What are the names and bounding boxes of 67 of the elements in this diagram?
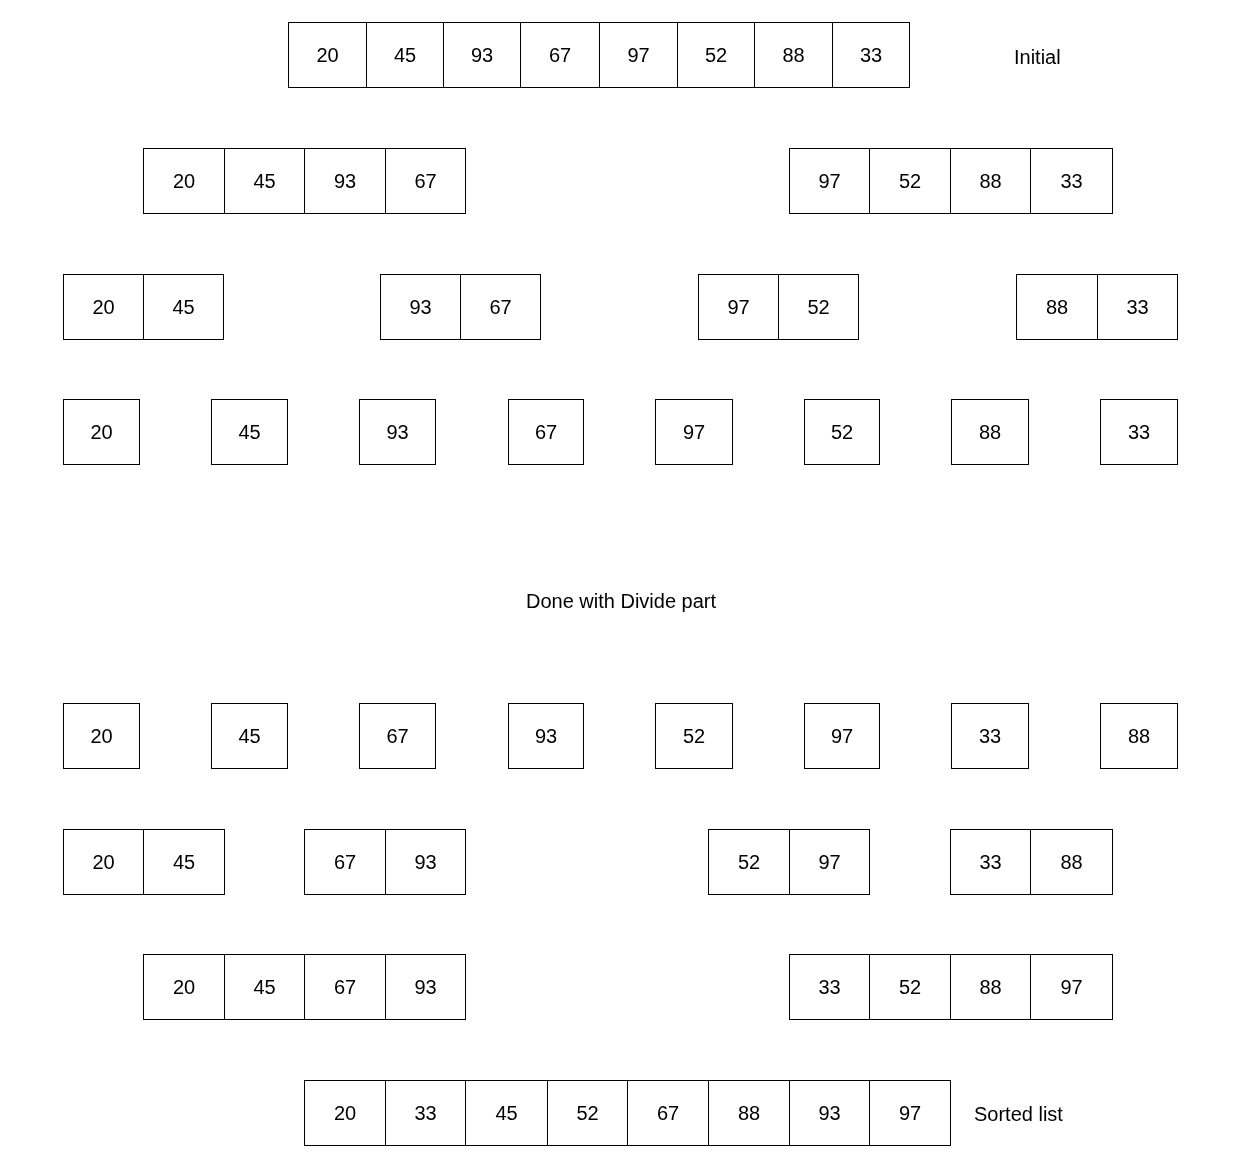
array-cell: 20 <box>304 1080 386 1146</box>
array-cell: 67 <box>385 148 466 214</box>
array-cell: 33 <box>1030 148 1113 214</box>
array-cell: 20 <box>288 22 367 88</box>
array-cell: 45 <box>224 954 305 1020</box>
array-cell: 97 <box>789 148 870 214</box>
array-cell: 97 <box>789 829 870 895</box>
array-cell: 45 <box>143 274 224 340</box>
note-text: Done with Divide part <box>525 589 717 613</box>
array-cell: 67 <box>520 22 600 88</box>
array-cell: 52 <box>677 22 755 88</box>
array-cell: 93 <box>385 829 466 895</box>
array-cell: 88 <box>950 954 1031 1020</box>
array-cell: 88 <box>1016 274 1098 340</box>
array-cell: 97 <box>655 399 733 465</box>
array-cell: 88 <box>708 1080 790 1146</box>
array-cell: 97 <box>698 274 779 340</box>
array-cell: 20 <box>63 829 144 895</box>
array-cell: 20 <box>143 954 225 1020</box>
array-cell: 93 <box>789 1080 870 1146</box>
array-cell: 88 <box>951 399 1029 465</box>
array-cell: 88 <box>950 148 1031 214</box>
array-cell: 97 <box>1030 954 1113 1020</box>
stage-label: Initial <box>1014 45 1061 69</box>
array-cell: 93 <box>508 703 584 769</box>
array-cell: 97 <box>804 703 880 769</box>
array-cell: 20 <box>143 148 225 214</box>
array-cell: 67 <box>359 703 436 769</box>
array-cell: 33 <box>832 22 910 88</box>
array-cell: 52 <box>547 1080 628 1146</box>
array-cell: 93 <box>443 22 521 88</box>
array-cell: 52 <box>869 954 951 1020</box>
array-cell: 52 <box>655 703 733 769</box>
array-cell: 67 <box>460 274 541 340</box>
array-cell: 45 <box>143 829 225 895</box>
array-cell: 67 <box>627 1080 709 1146</box>
array-cell: 93 <box>359 399 436 465</box>
array-cell: 97 <box>599 22 678 88</box>
array-cell: 45 <box>465 1080 548 1146</box>
array-cell: 33 <box>950 829 1031 895</box>
array-cell: 52 <box>708 829 790 895</box>
stage-label: Sorted list <box>974 1102 1063 1126</box>
array-cell: 97 <box>869 1080 951 1146</box>
array-cell: 45 <box>211 703 288 769</box>
array-cell: 45 <box>211 399 288 465</box>
array-cell: 33 <box>951 703 1029 769</box>
array-cell: 67 <box>304 829 386 895</box>
array-cell: 20 <box>63 274 144 340</box>
array-cell: 52 <box>778 274 859 340</box>
array-cell: 88 <box>754 22 833 88</box>
array-cell: 20 <box>63 399 140 465</box>
array-cell: 33 <box>1097 274 1178 340</box>
array-cell: 93 <box>385 954 466 1020</box>
array-cell: 33 <box>789 954 870 1020</box>
array-cell: 33 <box>1100 399 1178 465</box>
array-cell: 93 <box>304 148 386 214</box>
array-cell: 33 <box>385 1080 466 1146</box>
array-cell: 67 <box>508 399 584 465</box>
array-cell: 45 <box>224 148 305 214</box>
array-cell: 45 <box>366 22 444 88</box>
array-cell: 67 <box>304 954 386 1020</box>
array-cell: 20 <box>63 703 140 769</box>
array-cell: 52 <box>804 399 880 465</box>
array-cell: 52 <box>869 148 951 214</box>
array-cell: 88 <box>1030 829 1113 895</box>
array-cell: 93 <box>380 274 461 340</box>
array-cell: 88 <box>1100 703 1178 769</box>
